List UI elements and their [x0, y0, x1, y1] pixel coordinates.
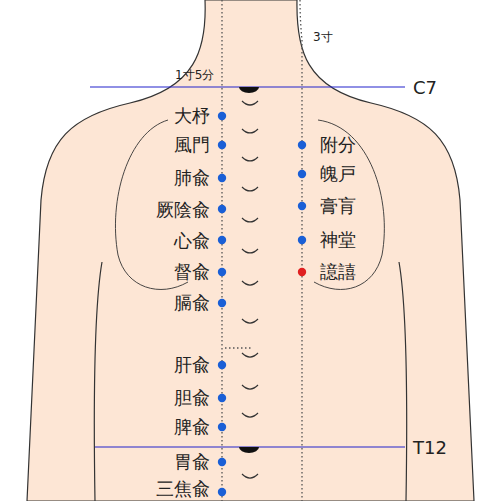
dotted-guide — [300, 0, 302, 501]
acupoint-name: 譩譆 — [320, 262, 356, 283]
vertebra-arc — [242, 157, 258, 161]
acupoint-dot — [298, 236, 306, 244]
acupoints — [218, 112, 306, 496]
vertebra-arc — [242, 187, 258, 191]
vertebra-arc — [242, 319, 258, 323]
acupoint-name: 三焦兪 — [156, 479, 210, 500]
level-label: C7 — [413, 78, 437, 99]
acupoint-name: 大杼 — [174, 106, 210, 127]
acupoint-name: 附分 — [320, 135, 356, 156]
acupoint-name: 肝兪 — [174, 355, 210, 376]
acupoint-dot — [298, 202, 306, 210]
vertebra-arc — [242, 474, 258, 478]
level-label: T12 — [413, 438, 447, 459]
acupoint-name: 神堂 — [320, 230, 356, 251]
acupoint-dot — [218, 488, 226, 496]
vertebra-arc — [242, 385, 258, 389]
acupoint-dot — [218, 205, 226, 213]
vertebra-arc — [242, 353, 258, 357]
acupoint-dot — [218, 458, 226, 466]
acupoint-dot — [218, 268, 226, 276]
distance-label: 1寸5分 — [175, 69, 214, 83]
acupoint-dot — [218, 112, 226, 120]
acupoint-name: 厥陰兪 — [156, 200, 210, 221]
arm-line — [94, 262, 102, 501]
vertebra-arc — [242, 281, 258, 285]
acupoint-dot — [218, 299, 226, 307]
acupoint-dot — [218, 361, 226, 369]
vertebra-marker — [239, 87, 259, 93]
acupoint-name: 肺兪 — [174, 168, 210, 189]
arm-line — [399, 262, 407, 501]
vertebra-arc — [242, 218, 258, 222]
vertebra-marker — [239, 447, 259, 453]
acupoint-dot — [218, 141, 226, 149]
acupoint-dot — [218, 394, 226, 402]
scapula-line — [314, 120, 384, 289]
acupoint-dot — [298, 170, 306, 178]
vertebrae — [242, 101, 258, 478]
acupoint-name: 脾兪 — [174, 417, 210, 438]
acupoint-name: 魄戸 — [320, 164, 356, 185]
body-outline — [27, 0, 474, 501]
vertebra-arc — [242, 101, 258, 105]
acupoint-name: 心兪 — [174, 231, 210, 252]
vertebra-arc — [242, 129, 258, 133]
acupoint-name: 胆兪 — [174, 388, 210, 409]
acupoint-name: 膈兪 — [174, 293, 210, 314]
acupoint-dot — [298, 268, 306, 276]
acupoint-name: 風門 — [174, 135, 210, 156]
vertebra-arc — [242, 249, 258, 253]
acupoint-dot — [218, 236, 226, 244]
acupoint-dot — [298, 141, 306, 149]
acupoint-name: 胃兪 — [174, 452, 210, 473]
vertebra-arc — [242, 413, 258, 417]
acupoint-name: 督兪 — [174, 262, 210, 283]
acupoint-dot — [218, 423, 226, 431]
acupoint-name: 膏肓 — [320, 196, 356, 217]
distance-label: 3寸 — [313, 31, 333, 45]
acupoint-dot — [218, 174, 226, 182]
dotted-guide — [225, 347, 252, 348]
